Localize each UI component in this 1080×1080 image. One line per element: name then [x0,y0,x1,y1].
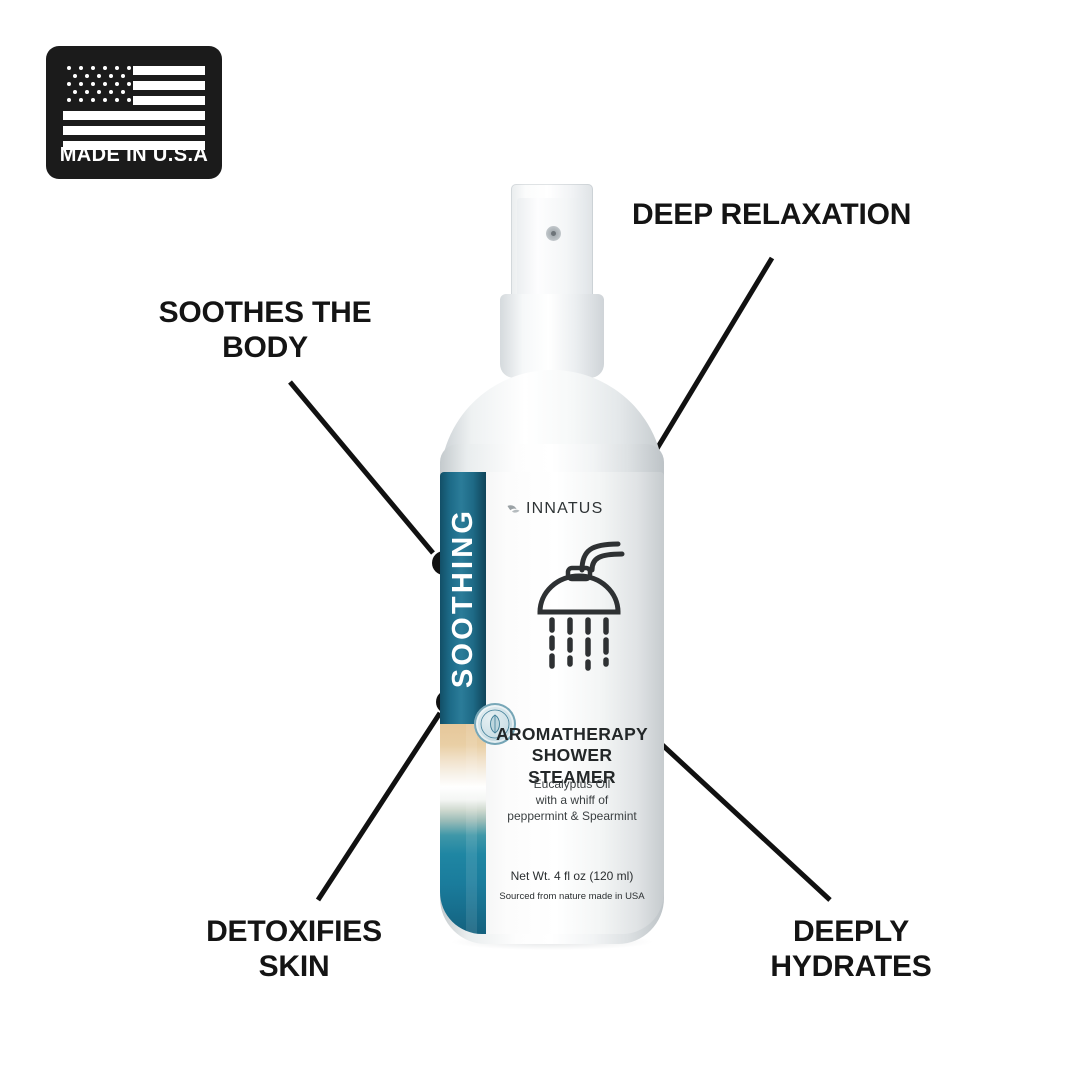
made-in-usa-caption: MADE IN U.S.A [59,144,209,166]
natural-seal-badge [474,703,516,745]
leaf-swoosh-icon [507,504,520,513]
bottle-pump-collar [500,294,604,378]
made-in-usa-badge: MADE IN U.S.A [46,46,222,179]
callout-label-deep-relaxation: DEEP RELAXATION [632,198,912,231]
callout-label-detoxifies-skin: DETOXIFIES SKIN [206,915,382,983]
spray-nozzle-icon [546,226,561,241]
product-title: AROMATHERAPY SHOWER STEAMER [495,724,649,787]
sourced-from-nature-text: Sourced from nature made in USA [499,891,645,902]
connector-line-deep-relaxation [652,256,775,454]
brand-lockup: INNATUS [506,500,603,518]
shower-head-icon [537,541,625,671]
callout-label-deeply-hydrates: DEEPLY HYDRATES [770,915,932,983]
bottle-label: SOOTHING INNATUS [440,472,664,934]
usa-flag-icon [63,62,205,150]
product-bottle: SOOTHING INNATUS [432,182,672,954]
soothing-vertical-text: SOOTHING [447,507,479,689]
connector-line-soothes-the-body [288,380,435,555]
callout-label-soothes-the-body: SOOTHES THE BODY [158,296,372,364]
bottle-overcap [511,184,593,302]
connector-line-deeply-hydrates [655,738,832,902]
label-teal-stripe: SOOTHING [440,472,486,724]
leaf-seal-icon [480,709,510,739]
beach-artwork [440,724,486,934]
connector-line-detoxifies-skin [315,711,443,902]
brand-name: INNATUS [526,500,604,517]
product-subtitle: Eucalyptus Oil with a whiff of peppermin… [507,777,637,824]
net-weight-text: Net Wt. 4 fl oz (120 ml) [510,869,634,883]
